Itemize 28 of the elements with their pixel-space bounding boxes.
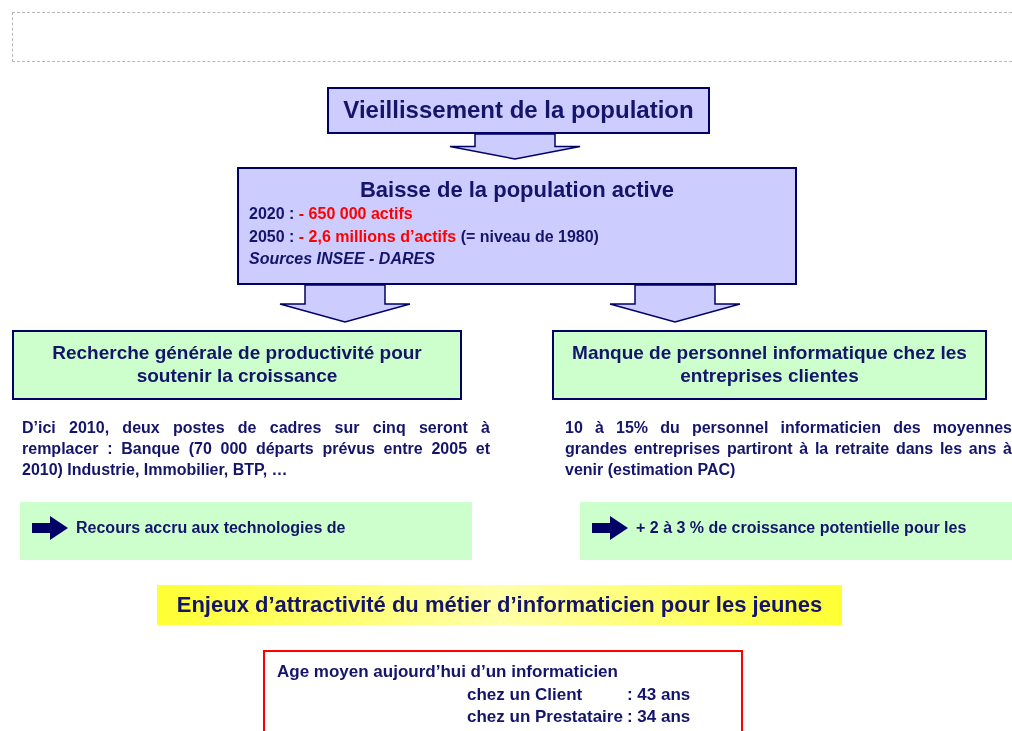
box-text: Vieillissement de la population [343,96,694,125]
box-text: Enjeux d’attractivité du métier d’informaticien pour les jeunes [176,591,823,619]
conclusion-text: + 2 à 3 % de croissance potentielle pour les [636,519,967,537]
description-paragraph: 10 à 15% du personnel informaticien des moyennes grandes entreprises partiront à la retraite dans les ans à venir (estimation PAC) [565,418,1012,480]
employer-label: chez un Prestataire [467,705,623,728]
conclusion-box [580,502,1012,560]
box-text: Recherche générale de productivité pour soutenir la croissance [51,342,423,388]
employer-label: chez un Client [467,683,584,706]
process-box [12,330,462,400]
age-value: : 34 ans [626,705,691,728]
block-arrow [449,133,581,160]
box-heading: Baisse de la population active [358,177,676,204]
process-box [552,330,987,400]
age-value: : 43 ans [626,683,691,706]
statistic-line: 2050 : - 2,6 millions d’actifs (= niveau de 1980) [249,226,600,247]
statistic-line: 2020 : - 650 000 actifs [249,204,414,225]
process-box [327,87,710,134]
source-note: Sources INSEE - DARES [249,249,436,270]
process-box [237,167,797,285]
block-arrow [609,284,741,323]
highlight-banner [157,585,842,625]
conclusion-text: Recours accru aux technologies de [76,519,346,537]
conclusion-box [20,502,472,560]
description-paragraph: D’ici 2010, deux postes de cadres sur cinq seront à remplacer : Banque (70 000 départs prévus entre 2005 et 2010) Industrie, Immobilier, BTP, … [22,418,490,480]
box-heading: Age moyen aujourd’hui d’un informaticien [277,661,619,683]
box-text: Manque de personnel informatique chez les entreprises clientes [571,342,968,388]
block-arrow [279,284,411,323]
info-box [263,650,743,731]
